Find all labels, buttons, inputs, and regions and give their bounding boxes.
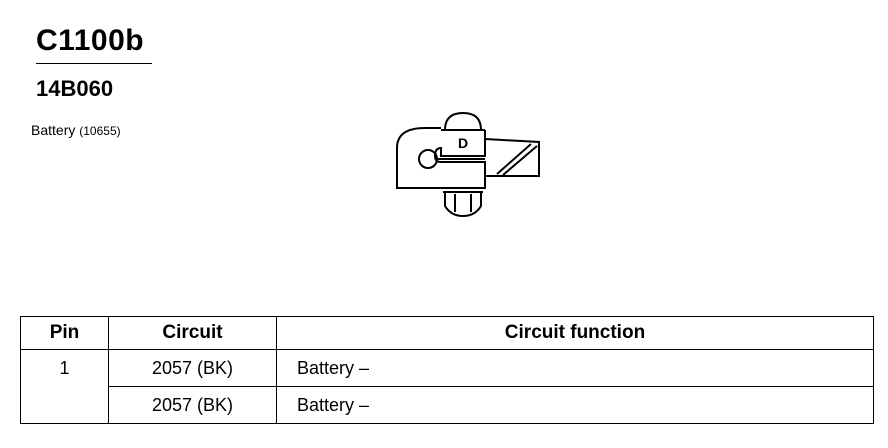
- connector-diagram: D: [396, 111, 540, 218]
- circuit-function-cell: Battery –: [276, 386, 874, 424]
- cable-lug: [484, 138, 540, 177]
- table-header-row: Pin Circuit Circuit function: [20, 316, 874, 350]
- component-name: Battery: [31, 122, 76, 138]
- pin-number: 1: [20, 349, 109, 424]
- title-underline: [36, 63, 152, 64]
- battery-terminal-drawing: [396, 111, 540, 218]
- header-circuit-function: Circuit function: [276, 316, 874, 350]
- circuit-cell: 2057 (BK): [108, 386, 277, 424]
- header-pin: Pin: [20, 316, 109, 350]
- table-row: 2057 (BK) Battery –: [21, 386, 874, 424]
- terminal-bolt-hole: [418, 149, 438, 169]
- pin-label: D: [458, 135, 468, 151]
- component-label: Battery (10655): [31, 122, 121, 138]
- header-circuit: Circuit: [108, 316, 277, 350]
- component-ref: (10655): [79, 124, 121, 138]
- terminal-body: [396, 127, 486, 189]
- part-number: 14B060: [36, 76, 114, 101]
- terminal-top-cap: [444, 111, 482, 131]
- cable-hatch-2: [502, 145, 538, 176]
- terminal-nut: [444, 192, 482, 218]
- pinout-table: Pin Circuit Circuit function 1 2057 (BK)…: [20, 316, 874, 424]
- circuit-function-cell: Battery –: [276, 349, 874, 387]
- table-row: 1 2057 (BK) Battery –: [20, 349, 874, 424]
- connector-id: C1100b: [36, 24, 145, 57]
- circuit-cell: 2057 (BK): [108, 349, 277, 387]
- cable-hatch-1: [496, 143, 532, 175]
